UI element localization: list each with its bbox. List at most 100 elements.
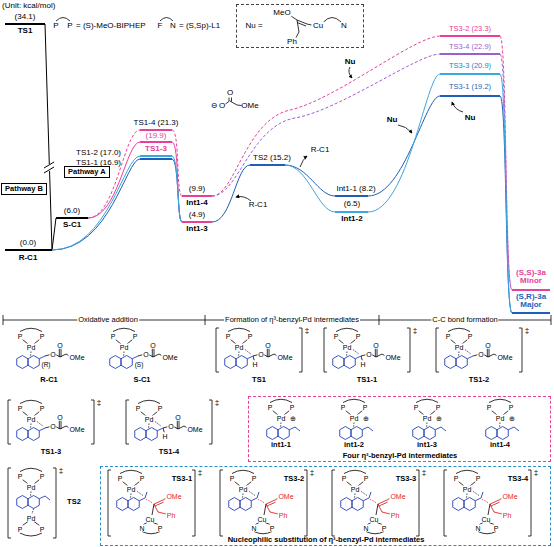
bond-line <box>375 349 376 358</box>
bond-line <box>528 470 531 536</box>
atom-label: Pd <box>462 486 473 493</box>
energy-level <box>56 217 88 219</box>
energy-level <box>140 155 172 157</box>
energy-level <box>140 129 172 131</box>
bond-line <box>128 498 139 511</box>
bond-line <box>59 349 60 358</box>
structure-name: TS1-2 <box>469 376 489 384</box>
atom-label: O <box>56 342 63 349</box>
atom-label: P <box>139 475 146 482</box>
atom-label: O <box>484 342 491 349</box>
bond-line <box>154 504 166 514</box>
atom-label: Pd <box>342 344 353 351</box>
energy-path <box>368 74 440 212</box>
energy-paths <box>44 24 512 313</box>
definition-box: Nu =MeOCuNPh <box>236 4 364 48</box>
bond-line <box>482 499 489 503</box>
curved-arrow <box>398 125 412 133</box>
energy-label: TS3-1 (19.2) <box>449 83 491 91</box>
bond-line <box>491 502 500 506</box>
bond-line <box>478 532 496 534</box>
leaving-group <box>226 98 242 106</box>
bond-line <box>445 356 456 369</box>
bond-line <box>289 427 300 431</box>
bond-line <box>267 427 278 440</box>
bond-line <box>132 356 138 359</box>
bond-line <box>344 356 355 369</box>
bond-line <box>299 328 302 372</box>
atom-label: P <box>157 525 164 532</box>
energy-label: TS3-3 (20.9) <box>449 62 491 70</box>
bond-line <box>332 470 335 536</box>
bond-line <box>91 400 94 444</box>
bond-line <box>192 470 195 536</box>
atom-label: P <box>445 333 452 340</box>
bond-line <box>53 468 56 538</box>
bond-line <box>424 427 435 440</box>
bond-line <box>258 499 265 503</box>
bond-line <box>264 504 266 515</box>
bond-line <box>297 20 307 26</box>
atom-label: Cu <box>481 516 492 523</box>
energy-level <box>5 23 45 25</box>
energy-level <box>5 249 52 251</box>
atom-label: Pd <box>350 486 361 493</box>
bond-line <box>353 423 355 429</box>
atom-label: P <box>39 473 46 480</box>
atom-label: O <box>372 342 379 349</box>
energy-path <box>285 165 335 212</box>
bond-line <box>152 349 153 358</box>
atom-label: P <box>453 475 460 482</box>
curved-arrow <box>349 67 352 78</box>
energy-level <box>250 164 285 166</box>
energy-label: O <box>227 89 233 97</box>
atom-label: OMe <box>165 493 182 500</box>
bond-line <box>30 424 32 430</box>
structure-name: TS1-1 <box>357 376 377 384</box>
atom-label: OMe <box>276 354 293 361</box>
bond-line <box>488 504 490 515</box>
bond-line <box>489 349 490 358</box>
bond-line <box>157 428 163 431</box>
atom-label: P <box>247 333 254 340</box>
atom-label: OMe <box>389 493 406 500</box>
energy-label: Int1-4 <box>186 199 207 207</box>
atom-label: Cu <box>257 516 268 523</box>
atom-label: Pd <box>238 486 249 493</box>
atom-label: P <box>17 405 24 412</box>
atom-label: P <box>467 333 474 340</box>
structure-name: int1-4 <box>490 441 510 449</box>
bond-line <box>59 421 60 430</box>
bond-line <box>28 356 39 369</box>
energy-path <box>172 142 182 222</box>
bond-line <box>17 496 28 509</box>
bond-line <box>490 504 502 514</box>
structure-name: int1-2 <box>344 441 364 449</box>
energy-path <box>172 156 182 222</box>
bond-line <box>376 504 378 515</box>
atom-label: Pd <box>26 484 37 491</box>
atom-label: P <box>251 475 258 482</box>
energy-label: TS3-4 (22.9) <box>449 43 491 51</box>
bond-line <box>436 328 439 372</box>
atom-label: P <box>17 526 24 533</box>
atom-label: Pd <box>349 415 360 422</box>
bond-line <box>30 352 32 358</box>
atom-label: OMe <box>384 354 401 361</box>
atom-label: P <box>17 473 24 480</box>
energy-label: (4.9) <box>189 211 205 219</box>
box-label: Pathway B <box>5 185 43 193</box>
atom-label: P <box>117 475 124 482</box>
bond-line <box>61 421 62 430</box>
bond-line <box>362 427 373 431</box>
atom-label: O <box>167 423 174 430</box>
energy-label: TS1-3 <box>145 145 167 153</box>
atom-label: H <box>161 433 168 440</box>
bond-line <box>456 356 467 369</box>
energy-label: (6.5) <box>344 200 360 208</box>
bond-line <box>216 328 219 372</box>
bond-line <box>226 101 230 104</box>
atom-label: OMe <box>68 354 85 361</box>
energy-label: (34.1) <box>15 13 36 21</box>
ligand-arc <box>160 18 173 22</box>
